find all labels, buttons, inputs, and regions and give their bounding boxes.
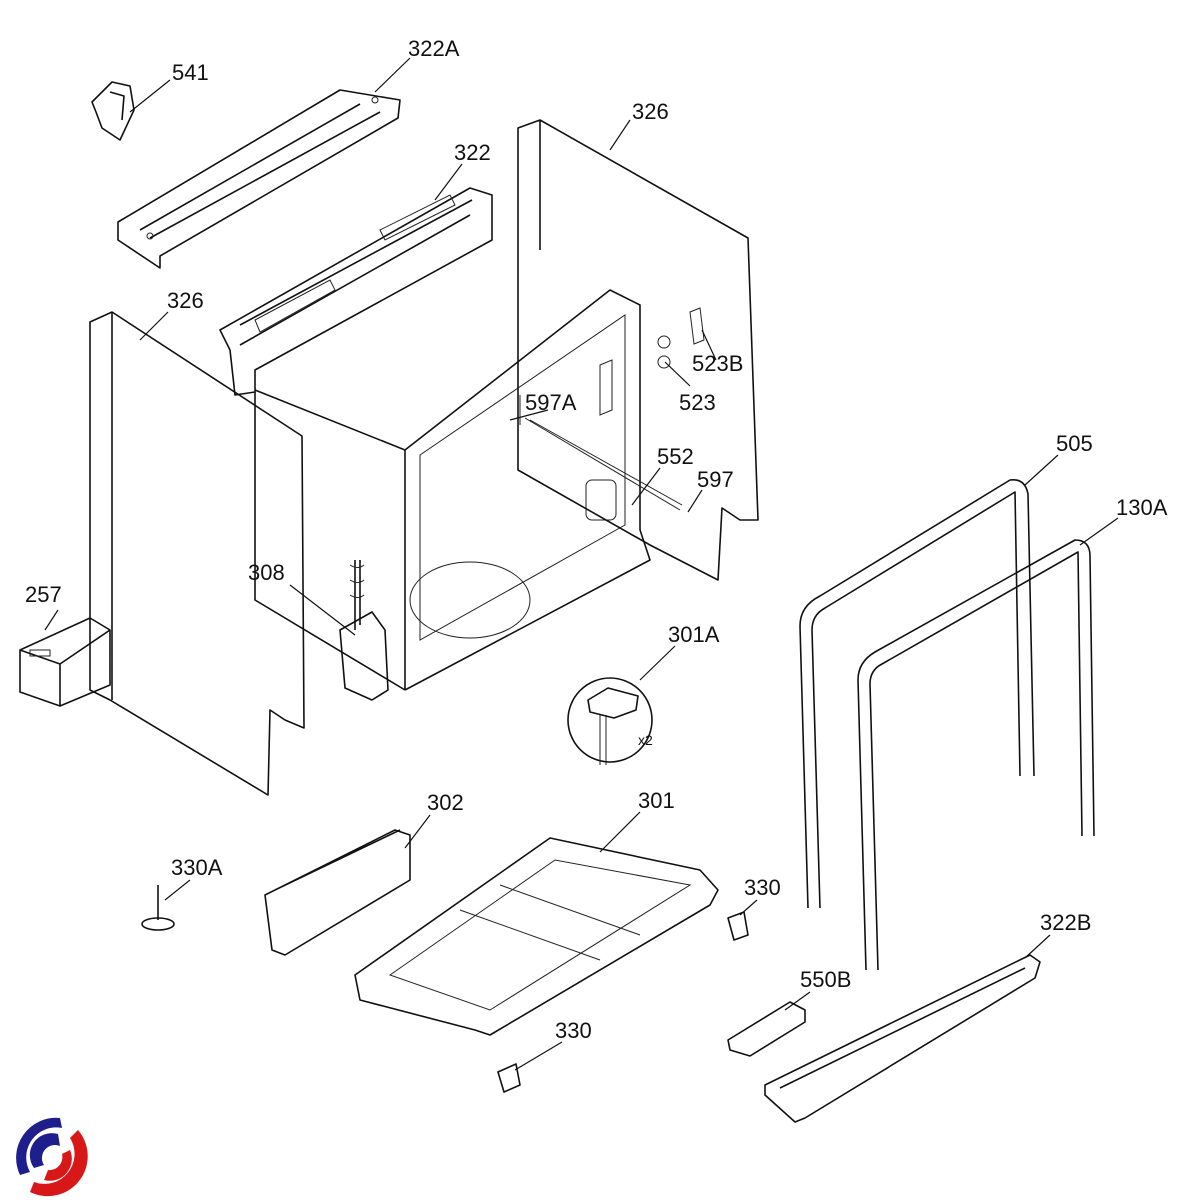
label-302: 302 [427,790,464,815]
part-130A-gasket[interactable] [857,539,1095,971]
label-322: 322 [454,140,491,165]
label-597A: 597A [525,390,577,415]
label-330-bottom: 330 [555,1018,592,1043]
part-505-door-seal[interactable] [799,478,1035,909]
part-330A-foot[interactable] [141,885,175,931]
part-308-door-hinge[interactable] [339,560,389,701]
brand-logo [16,1117,88,1197]
label-322B: 322B [1040,910,1091,935]
label-326-left: 326 [167,288,204,313]
part-330-foot-right[interactable] [727,911,749,941]
label-541: 541 [172,60,209,85]
part-330-foot-bottom[interactable] [497,1063,521,1093]
part-326-left-side-panel[interactable] [89,311,305,796]
label-550B: 550B [800,967,851,992]
part-541-clip[interactable] [91,81,135,141]
label-523: 523 [679,390,716,415]
part-322A-top-rail[interactable] [117,89,401,269]
label-505: 505 [1056,431,1093,456]
leader-lines [44,57,1119,1071]
label-308: 308 [248,560,285,585]
label-257: 257 [25,582,62,607]
label-301A: 301A [668,622,720,647]
part-326-right-side-panel[interactable] [517,119,759,581]
label-326-top: 326 [632,99,669,124]
label-130A: 130A [1116,495,1168,520]
part-322B-bottom-rail[interactable] [764,954,1041,1123]
label-597: 597 [697,467,734,492]
label-552: 552 [657,444,694,469]
part-tub[interactable] [254,289,683,691]
part-322-front-frame[interactable] [219,187,493,396]
label-322A: 322A [408,36,460,61]
label-quantity-x2: x2 [638,732,653,748]
label-330A: 330A [171,855,223,880]
part-550B-bracket[interactable] [727,1001,806,1057]
label-330-right: 330 [744,875,781,900]
part-302-front-plate[interactable] [264,829,411,956]
part-301-base[interactable] [354,837,719,1036]
label-301: 301 [638,788,675,813]
label-523B: 523B [692,351,743,376]
part-301A-detail[interactable] [567,677,653,765]
part-257-control-box[interactable] [19,617,111,707]
